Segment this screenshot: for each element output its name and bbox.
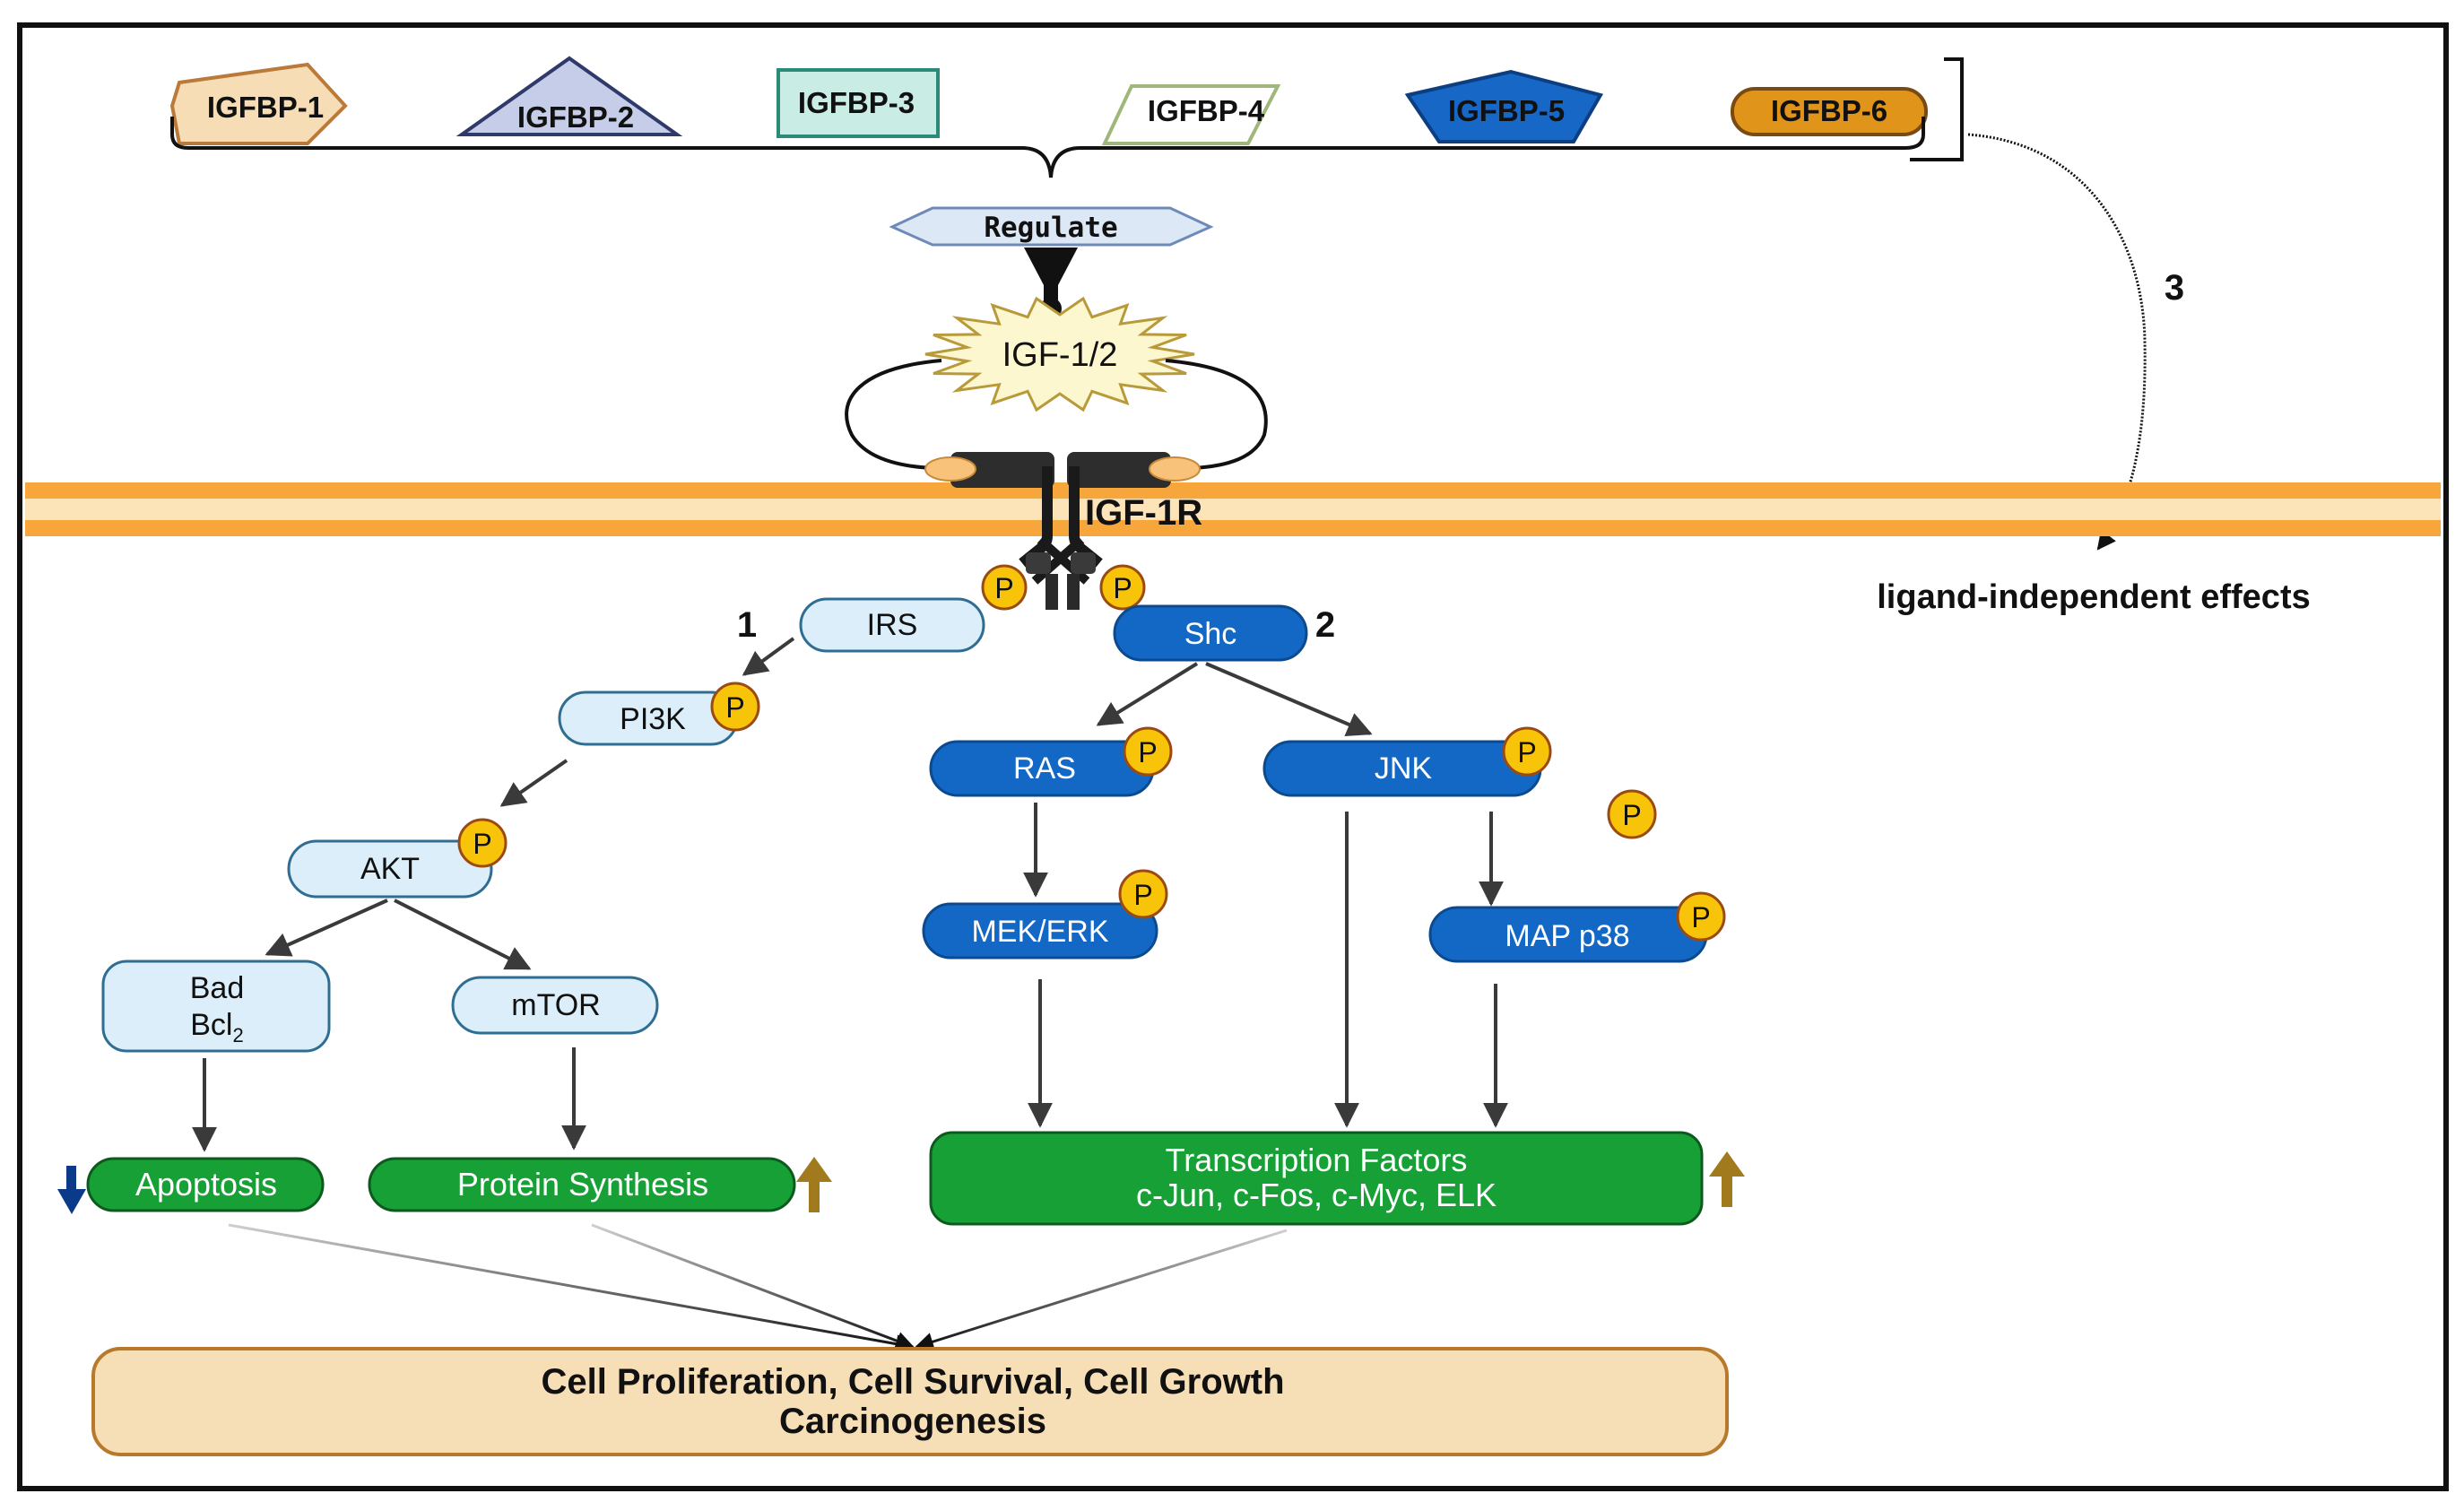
igfbp-1-label: IGFBP-1 [207, 91, 324, 124]
igf-ligand-node: IGF-1/2 [924, 296, 1195, 412]
svg-text:MAP p38: MAP p38 [1505, 919, 1629, 953]
svg-text:c-Jun, c-Fos, c-Myc, ELK: c-Jun, c-Fos, c-Myc, ELK [1136, 1177, 1497, 1213]
arrow-protein-result [591, 1223, 915, 1350]
bcl2-subscript: 2 [232, 1024, 243, 1046]
apoptosis-node: Apoptosis [86, 1157, 325, 1212]
protein-synthesis-node: Protein Synthesis [368, 1157, 796, 1212]
bcl2-base: Bcl [190, 1008, 232, 1042]
ligand-independent-effects: ligand-independent effects [1877, 578, 2310, 616]
mek-erk-node: MEK/ERK [922, 902, 1158, 960]
arrow-apoptosis-result [228, 1223, 915, 1354]
svg-text:mTOR: mTOR [511, 988, 600, 1022]
igfbp-right-bracket [1910, 57, 1964, 161]
free-phospho: P [1607, 789, 1657, 839]
mtor-node: mTOR [451, 976, 659, 1035]
svg-text:MEK/ERK: MEK/ERK [971, 915, 1108, 949]
jnk-phospho: P [1502, 726, 1552, 777]
receptor-phospho-left: P [981, 564, 1028, 611]
irs-node: IRS [799, 597, 985, 653]
svg-text:Shc: Shc [1184, 617, 1237, 651]
svg-text:IRS: IRS [867, 608, 918, 642]
igfbp-6-node: IGFBP-6 [1731, 87, 1928, 136]
igfbp-4-label: IGFBP-4 [1148, 94, 1265, 127]
akt-node: AKT [287, 839, 493, 899]
path-number-1: 1 [737, 605, 757, 645]
svg-text:P: P [994, 572, 1013, 604]
igfbp-5-label: IGFBP-5 [1448, 94, 1565, 127]
regulate-node: Regulate [889, 206, 1214, 247]
svg-text:Apoptosis: Apoptosis [135, 1166, 277, 1203]
svg-text:Carcinogenesis: Carcinogenesis [779, 1402, 1046, 1441]
svg-text:P: P [1133, 879, 1152, 911]
receptor-phospho-right: P [1099, 564, 1146, 611]
ligand-loop-right [1165, 359, 1268, 470]
path-number-2: 2 [1315, 605, 1335, 645]
arrow-pi3k-akt [499, 759, 568, 807]
arrow-tf-result [914, 1229, 1288, 1351]
igfbp-3-node: IGFBP-3 [777, 68, 940, 138]
igf-ligand-label: IGF-1/2 [1002, 336, 1118, 374]
igfbp-brace [170, 117, 1925, 178]
igf-1r-label: IGF-1R [1085, 493, 1202, 533]
svg-text:P: P [1113, 572, 1132, 604]
protein-up-arrow-icon [796, 1157, 832, 1212]
membrane-inner [25, 499, 2441, 520]
bad-bcl2-node: Bad Bcl2 [101, 960, 331, 1053]
arrow-shc-jnk [1205, 662, 1373, 736]
pi3k-node: PI3K [558, 690, 739, 746]
map-p38-node: MAP p38 [1428, 906, 1708, 963]
ligand-loop-left-real [845, 359, 942, 470]
mek-erk-phospho: P [1118, 869, 1168, 919]
svg-text:JNK: JNK [1375, 751, 1433, 786]
svg-text:P: P [1517, 736, 1536, 769]
igfbp-6-label: IGFBP-6 [1771, 94, 1887, 127]
svg-text:P: P [1138, 736, 1157, 769]
arrow-akt-mtor [394, 899, 532, 970]
regulate-connector [1024, 247, 1078, 305]
igfbp-2-label: IGFBP-2 [517, 100, 634, 134]
jnk-node: JNK [1262, 740, 1542, 797]
figure-frame [17, 22, 2449, 1491]
igfbp-1-node: IGFBP-1 [169, 62, 348, 145]
shc-node: Shc [1113, 604, 1308, 662]
svg-text:AKT: AKT [360, 852, 420, 886]
svg-text:P: P [473, 828, 491, 860]
arrow-akt-bad [265, 899, 388, 957]
ras-phospho: P [1123, 726, 1173, 777]
membrane-outer-top [25, 482, 2441, 499]
igfbp-3-label: IGFBP-3 [798, 86, 915, 119]
result-node: Cell Proliferation, Cell Survival, Cell … [91, 1347, 1729, 1456]
svg-text:Bad: Bad [190, 971, 245, 1005]
membrane-outer-bottom [25, 520, 2441, 536]
transcription-factors-node: Transcription Factors c-Jun, c-Fos, c-My… [929, 1131, 1704, 1226]
svg-text:P: P [1691, 901, 1710, 934]
svg-text:Protein Synthesis: Protein Synthesis [457, 1166, 708, 1203]
regulate-label: Regulate [984, 212, 1117, 244]
arrow-shc-ras [1096, 662, 1199, 726]
arrow-irs-pi3k [742, 637, 795, 676]
pi3k-phospho: P [710, 682, 760, 732]
svg-text:P: P [1622, 799, 1641, 831]
path-number-3: 3 [2165, 268, 2184, 308]
svg-text:PI3K: PI3K [620, 702, 686, 736]
svg-text:Transcription Factors: Transcription Factors [1166, 1142, 1468, 1178]
down-arrow-icon [57, 1166, 86, 1214]
svg-text:P: P [725, 691, 744, 724]
igf-1r-receptor [924, 452, 1201, 610]
akt-phospho: P [457, 818, 508, 868]
svg-text:Cell Proliferation, Cell Survi: Cell Proliferation, Cell Survival, Cell … [541, 1362, 1284, 1402]
tf-up-arrow-icon [1709, 1151, 1745, 1207]
igfbp-4-node: IGFBP-4 [1101, 84, 1281, 145]
map-p38-phospho: P [1676, 891, 1726, 942]
svg-text:RAS: RAS [1013, 751, 1076, 786]
igfbp-2-node: IGFBP-2 [455, 56, 683, 136]
igfbp-5-node: IGFBP-5 [1404, 69, 1604, 143]
svg-text:Bcl2: Bcl2 [190, 1008, 243, 1046]
ras-node: RAS [929, 740, 1155, 797]
